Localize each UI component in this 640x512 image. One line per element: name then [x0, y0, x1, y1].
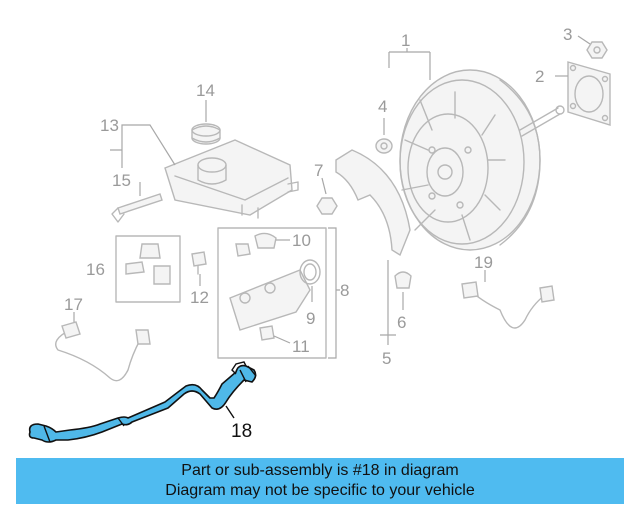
sensor-wire-17: [55, 321, 151, 382]
label-6: 6: [397, 313, 406, 332]
label-14: 14: [196, 81, 215, 100]
nut-part-7: [316, 197, 338, 215]
grommet-part-6: [394, 271, 412, 289]
label-16: 16: [86, 260, 105, 279]
master-cylinder-group: [217, 227, 327, 359]
brake-line-18[interactable]: [28, 361, 257, 443]
label-8: 8: [340, 281, 349, 300]
reservoir-cap: [191, 123, 221, 145]
leader-lines: [73, 35, 591, 359]
label-19: 19: [474, 253, 493, 272]
label-10: 10: [292, 231, 311, 250]
fluid-reservoir: [164, 139, 299, 219]
banner-line-2: Diagram may not be specific to your vehi…: [165, 482, 475, 499]
label-13: 13: [100, 116, 119, 135]
label-3: 3: [563, 25, 572, 44]
banner-line-1: Part or sub-assembly is #18 in diagram: [181, 462, 459, 479]
label-15: 15: [112, 171, 131, 190]
sensor-wire-19: [461, 281, 555, 329]
seal-part-4: [375, 138, 393, 154]
label-17: 17: [64, 295, 83, 314]
label-2: 2: [535, 67, 544, 86]
label-11: 11: [292, 337, 310, 356]
label-18: 18: [231, 421, 252, 442]
heat-shield: [335, 149, 411, 257]
leader-18: [225, 405, 235, 419]
label-4: 4: [378, 97, 387, 116]
booster-gasket: [567, 61, 611, 126]
part-info-banner: Part or sub-assembly is #18 in diagram D…: [16, 458, 624, 504]
label-5: 5: [382, 349, 391, 368]
nut-part-3: [586, 41, 608, 59]
label-7: 7: [314, 161, 323, 180]
brake-booster: [399, 69, 565, 251]
parts-diagram: 1 2 3 4 5 6 7 8 9 10 11 12 13 14 15 16 1…: [28, 25, 611, 443]
sensor-group-16: [115, 235, 181, 303]
label-9: 9: [306, 309, 315, 328]
label-1: 1: [401, 31, 410, 50]
switch-part-12: [191, 251, 207, 275]
label-12: 12: [190, 288, 209, 307]
retaining-pin: [111, 193, 163, 223]
